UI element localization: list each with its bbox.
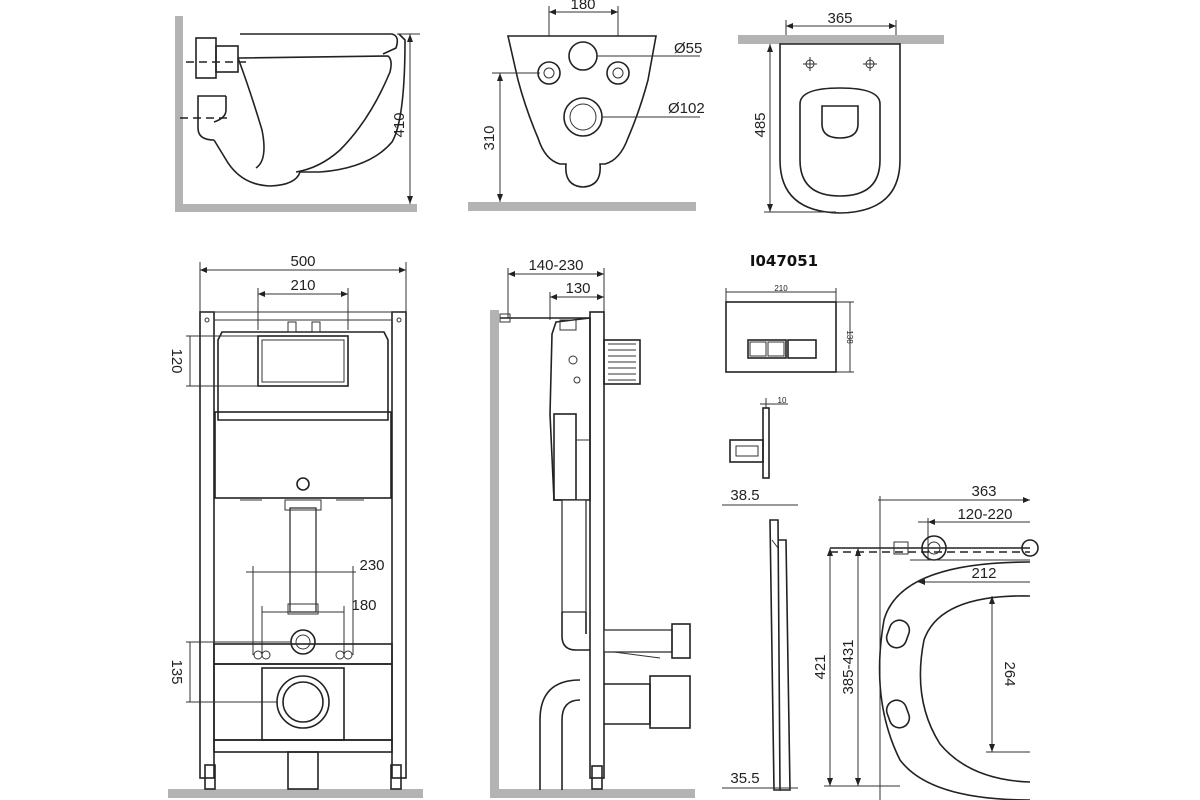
toilet-side-view: 410 [175,16,420,212]
bottom-height-label: 135 [168,659,185,684]
product-code: I047051 [750,252,818,270]
seat-top-view: 363 120-220 212 264 385-431 [812,483,1039,800]
toilet-back-view: Ø55 Ø102 180 310 [468,0,705,211]
seat-inner-length-label: 264 [1001,661,1018,686]
panel-height-label: 120 [168,348,185,373]
pipe-inner-spacing-label: 180 [351,597,376,614]
button-panel-height-label: 138 [845,330,854,344]
button-panel-depth-label: 10 [778,396,787,405]
frame-width-label: 500 [290,253,315,270]
seat-hinge-range-label: 120-220 [957,506,1012,523]
seat-inner-width-label: 212 [971,565,996,582]
seat-thickness-bottom-label: 35.5 [730,770,759,787]
seat-total-length-label: 421 [812,654,829,679]
frame-side-view: 140-230 130 [490,257,695,798]
back-height-label: 310 [481,125,498,150]
frame-inner-width-label: 210 [290,277,315,294]
frame-front-view: 500 210 120 230 [168,253,423,798]
holes-spacing-label: 180 [570,0,595,13]
depth-range-label: 140-230 [528,257,583,274]
seat-thickness-top-label: 38.5 [730,487,759,504]
hole-large-diameter-label: Ø102 [668,100,705,117]
button-panel-view: I047051 210 138 10 [725,252,854,479]
pipe-outer-spacing-label: 230 [359,557,384,574]
seat-length-range-label: 385-431 [840,639,857,694]
seat-side-view: 38.5 35.5 [722,487,798,791]
toilet-height-label: 410 [391,112,408,137]
seat-length-label: 363 [971,483,996,500]
hole-small-diameter-label: Ø55 [674,40,702,57]
depth-fixed-label: 130 [565,280,590,297]
top-length-label: 485 [752,112,769,137]
toilet-top-view: 365 485 [738,10,944,214]
top-width-label: 365 [827,10,852,27]
button-panel-width-label: 210 [774,284,788,293]
